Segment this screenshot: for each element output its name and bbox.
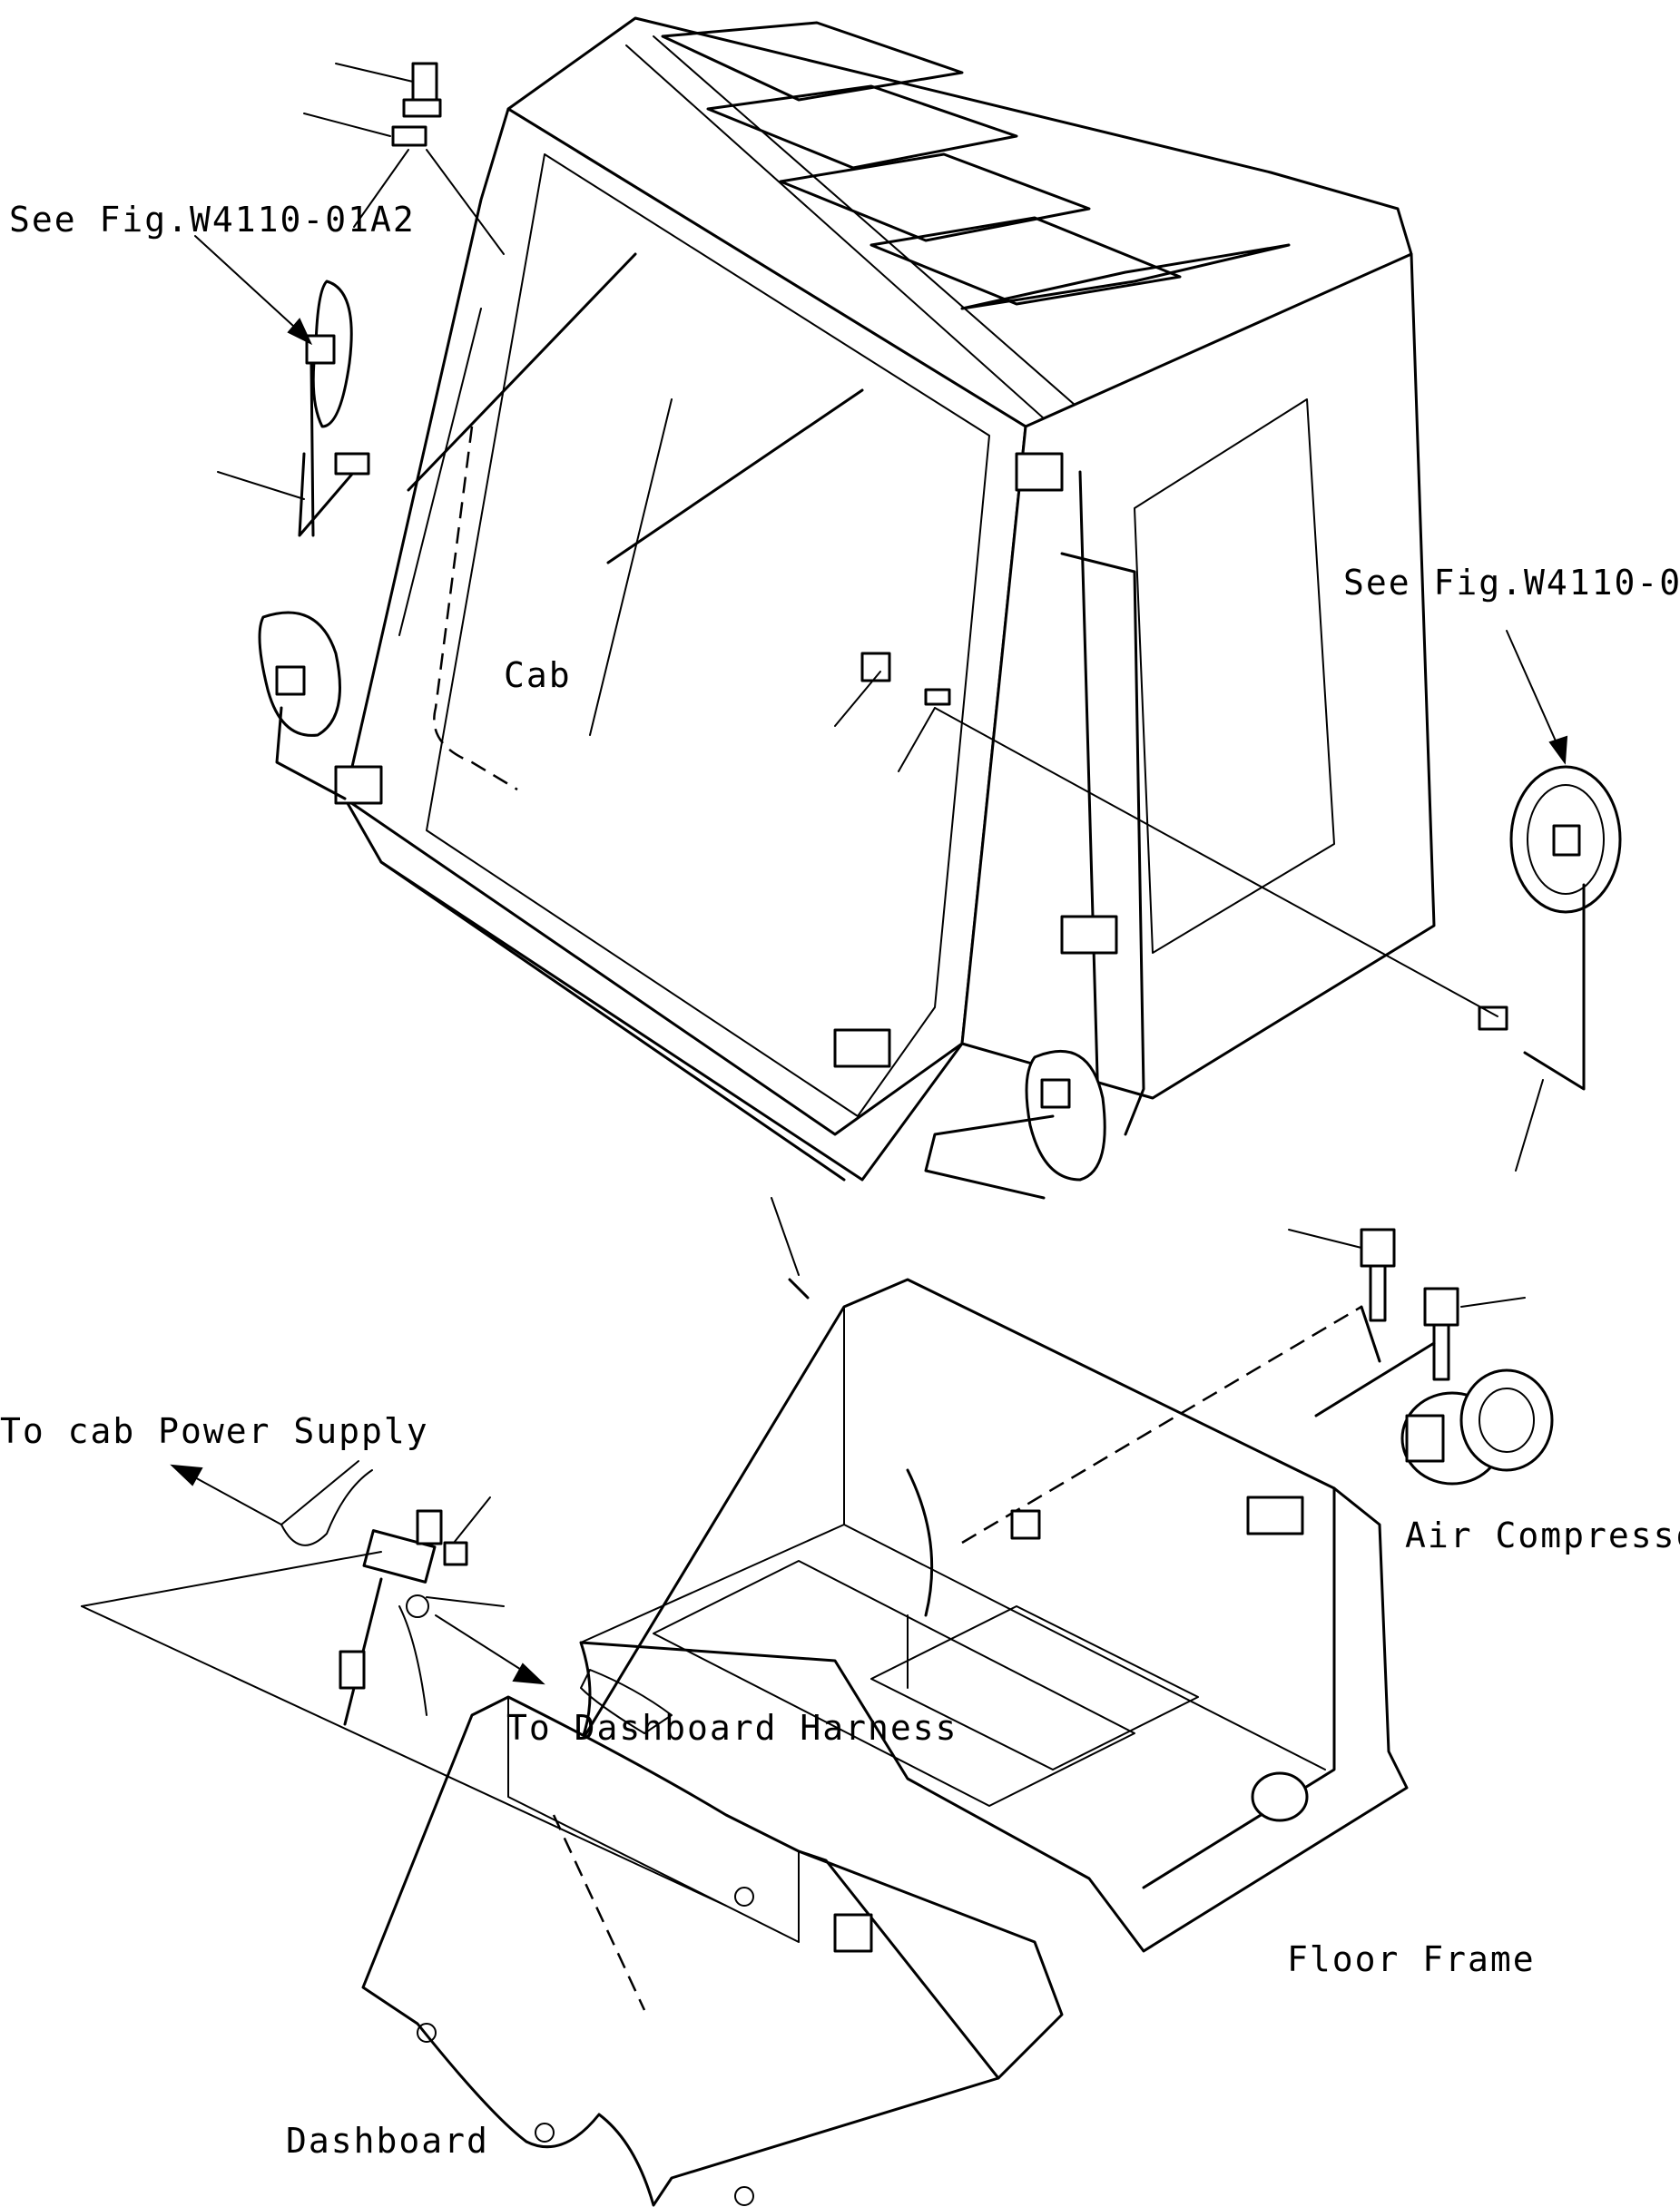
label-see-fig-left: See Fig.W4110-01A2 bbox=[9, 200, 416, 240]
air-compressor bbox=[1288, 1228, 1554, 1486]
see-fig-arrows bbox=[194, 235, 1568, 765]
label-see-fig-right: See Fig.W4110-01A2 bbox=[1343, 563, 1680, 603]
pin bbox=[771, 1197, 810, 1300]
mirror-front-left bbox=[258, 611, 347, 800]
mirror-right bbox=[834, 671, 1622, 1172]
wiper-arm-right bbox=[606, 388, 864, 564]
label-air-compressor: Air Compressor bbox=[1405, 1515, 1680, 1555]
washer bbox=[924, 688, 951, 706]
label-dashboard: Dashboard bbox=[286, 2121, 489, 2161]
top-bolt-group bbox=[303, 62, 505, 255]
label-to-dashboard-harness: To Dashboard Harness bbox=[506, 1708, 958, 1748]
cab-assembly bbox=[334, 16, 1436, 1182]
mirror-front-right bbox=[924, 1049, 1106, 1200]
harness-assembly bbox=[81, 1460, 727, 1907]
floor-frame-assembly bbox=[579, 1278, 1409, 1953]
label-to-cab-power-supply: To cab Power Supply bbox=[0, 1411, 429, 1451]
roof-panels bbox=[625, 21, 1291, 427]
label-cab: Cab bbox=[504, 655, 572, 695]
mirror-left bbox=[217, 280, 370, 537]
label-floor-frame: Floor Frame bbox=[1287, 1939, 1536, 1979]
dashboard-assembly bbox=[361, 1669, 1064, 2207]
